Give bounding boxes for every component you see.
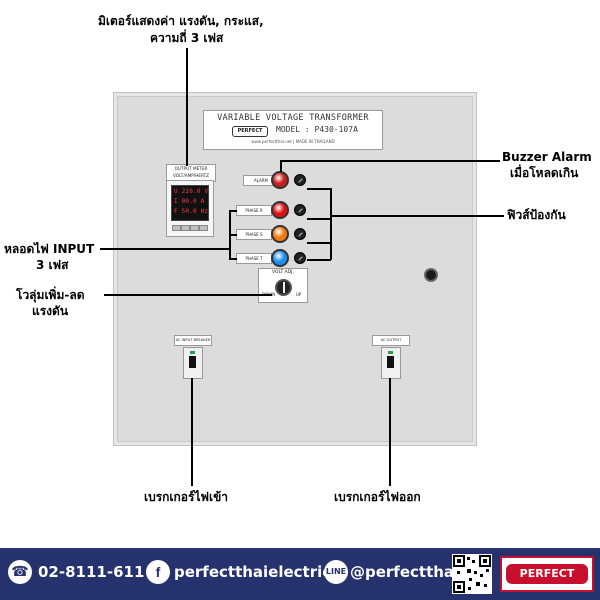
annotation-line bbox=[307, 218, 331, 220]
phase-s-lamp bbox=[271, 225, 289, 243]
breaker-toggle[interactable] bbox=[387, 356, 394, 368]
input-breaker-label: AC INPUT BREAKER bbox=[174, 335, 212, 346]
annotation-line bbox=[191, 378, 193, 486]
meter-line-voltage: U 220.0 V bbox=[174, 188, 209, 195]
phase-s-tag: PHASE S bbox=[236, 229, 272, 240]
qr-code-icon[interactable] bbox=[452, 554, 492, 594]
annotation-line bbox=[186, 48, 188, 166]
perfect-logo-text: PERFECT bbox=[506, 564, 588, 584]
annotation-lamp-line1: หลอดไฟ INPUT bbox=[4, 242, 95, 256]
annotation-lamp-line2: 3 เฟส bbox=[36, 258, 69, 272]
footer-phone[interactable]: 02-8111-611 bbox=[38, 563, 145, 581]
meter-label-line1: OUTPUT METER bbox=[174, 166, 208, 171]
breaker-indicator bbox=[190, 351, 195, 354]
annotation-line bbox=[307, 259, 331, 261]
annotation-line bbox=[229, 234, 237, 236]
meter-label-line2: VOLT/AMP/HERTZ bbox=[172, 173, 210, 178]
nameplate: VARIABLE VOLTAGE TRANSFORMER PERFECT MOD… bbox=[203, 110, 383, 150]
annotation-breaker-in: เบรกเกอร์ไฟเข้า bbox=[144, 490, 229, 504]
phase-r-lamp bbox=[271, 201, 289, 219]
annotation-buzzer-line1: Buzzer Alarm bbox=[502, 150, 592, 164]
meter-line-current: I 00.0 A bbox=[174, 198, 205, 205]
annotation-line bbox=[280, 160, 282, 172]
phone-icon: ☎ bbox=[8, 560, 32, 584]
facebook-icon: f bbox=[146, 560, 170, 584]
annotation-fuse: ฟิวส์ป้องกัน bbox=[507, 208, 566, 222]
meter-button[interactable] bbox=[172, 225, 181, 231]
output-breaker-label: AC OUTPUT BREAKER bbox=[372, 335, 410, 351]
volt-adjust-panel: VOLT ADJ. DOWN UP bbox=[258, 268, 308, 303]
annotation-line bbox=[280, 160, 500, 162]
phase-t-fuse-icon[interactable] bbox=[294, 252, 306, 264]
annotation-knob-line2: แรงดัน bbox=[32, 304, 69, 318]
breaker-indicator bbox=[388, 351, 393, 354]
meter-button[interactable] bbox=[199, 225, 208, 231]
annotation-line bbox=[330, 188, 332, 260]
phase-t-tag: PHASE T bbox=[236, 253, 272, 264]
phase-s-fuse-icon[interactable] bbox=[294, 228, 306, 240]
annotation-knob-line1: โวลุ่มเพิ่ม-ลด bbox=[16, 288, 85, 302]
annotation-line bbox=[104, 294, 272, 296]
knob-up-label: UP bbox=[296, 292, 302, 297]
annotation-line bbox=[307, 242, 331, 244]
footer-line-id[interactable]: @perfectthai bbox=[350, 563, 460, 581]
input-breaker-switch[interactable] bbox=[183, 347, 203, 379]
perfect-logo: PERFECT bbox=[500, 556, 594, 592]
annotation-line bbox=[229, 258, 237, 260]
annotation-line bbox=[229, 210, 237, 212]
volt-adjust-label: VOLT ADJ. bbox=[272, 270, 294, 275]
phase-t-lamp bbox=[271, 249, 289, 267]
volt-adjust-knob[interactable] bbox=[275, 279, 292, 296]
meter-button[interactable] bbox=[181, 225, 190, 231]
output-breaker-switch[interactable] bbox=[381, 347, 401, 379]
nameplate-title: VARIABLE VOLTAGE TRANSFORMER bbox=[217, 113, 369, 123]
meter-line-frequency: F 50.0 Hz bbox=[174, 208, 209, 215]
phase-r-fuse-icon[interactable] bbox=[294, 204, 306, 216]
footer-facebook[interactable]: perfectthaielectric bbox=[174, 563, 332, 581]
annotation-line bbox=[307, 188, 331, 190]
breaker-toggle[interactable] bbox=[189, 356, 196, 368]
line-icon: LINE bbox=[324, 560, 348, 584]
phase-r-tag: PHASE R bbox=[236, 205, 272, 216]
annotation-breaker-out: เบรกเกอร์ไฟออก bbox=[334, 490, 421, 504]
annotation-line bbox=[330, 215, 504, 217]
buzzer-alarm-lamp bbox=[271, 171, 289, 189]
annotation-buzzer-line2: เมื่อโหลดเกิน bbox=[510, 166, 579, 180]
annotation-line bbox=[100, 248, 230, 250]
nameplate-website: www.perfectthai.net | MADE IN THAILAND bbox=[251, 139, 335, 144]
annotation-meter-line1: มิเตอร์แสดงค่า แรงดัน, กระแส, bbox=[98, 14, 264, 28]
meter-button[interactable] bbox=[190, 225, 199, 231]
annotation-line bbox=[389, 378, 391, 486]
meter-display: U 220.0 V I 00.0 A F 50.0 Hz bbox=[171, 185, 209, 221]
door-lock-icon[interactable] bbox=[424, 268, 438, 282]
nameplate-logo: PERFECT bbox=[232, 126, 268, 137]
output-meter: U 220.0 V I 00.0 A F 50.0 Hz bbox=[166, 180, 214, 237]
annotation-meter-line2: ความถี่ 3 เฟส bbox=[150, 31, 224, 45]
nameplate-model: MODEL : P430-107A bbox=[276, 125, 358, 134]
alarm-fuse-icon[interactable] bbox=[294, 174, 306, 186]
